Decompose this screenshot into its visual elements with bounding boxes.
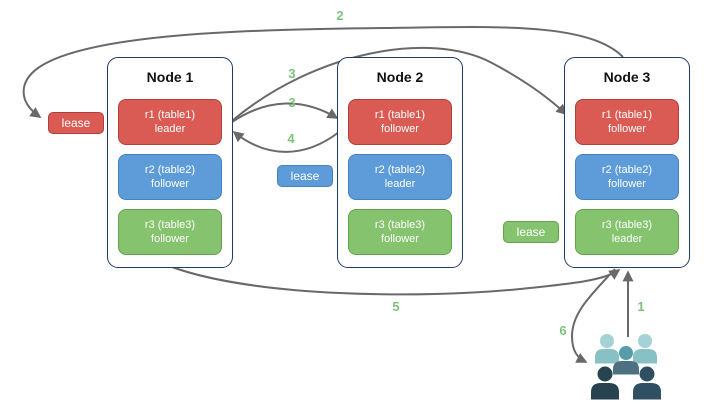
node-1-replica-r3: r3 (table3) follower bbox=[118, 209, 222, 255]
replica-label: r2 (table2) bbox=[374, 163, 426, 176]
node-2-replica-r3: r3 (table3) follower bbox=[348, 209, 452, 255]
node-1-title: Node 1 bbox=[146, 69, 194, 85]
lease-chip-green: lease bbox=[503, 221, 559, 243]
node-1: Node 1 r1 (table1) leader r2 (table2) fo… bbox=[107, 57, 233, 268]
replica-role: follower bbox=[151, 233, 189, 245]
arrow-step5-node1-to-node3 bbox=[171, 266, 621, 296]
user-front-right-head bbox=[639, 366, 655, 382]
arrow-step3-node1-to-node2 bbox=[231, 102, 339, 123]
replica-label: r3 (table3) bbox=[601, 218, 653, 231]
step-label-2: 2 bbox=[336, 8, 344, 23]
node-3-replica-r1: r1 (table1) follower bbox=[575, 99, 679, 145]
lease-label: lease bbox=[61, 116, 91, 130]
node-3-replica-r3: r3 (table3) leader bbox=[575, 209, 679, 255]
lease-label: lease bbox=[516, 225, 546, 239]
replica-label: r2 (table2) bbox=[144, 163, 196, 176]
arrow-step6-node3-to-users bbox=[570, 268, 616, 363]
lease-chip-blue: lease bbox=[277, 165, 333, 187]
step-label-5: 5 bbox=[392, 299, 400, 314]
user-back-right-body bbox=[633, 349, 657, 364]
user-front-right-body bbox=[633, 383, 661, 400]
replica-label: r2 (table2) bbox=[601, 163, 653, 176]
replica-label: r1 (table1) bbox=[601, 108, 653, 121]
user-front-left-head bbox=[597, 366, 613, 382]
replica-label: r3 (table3) bbox=[144, 218, 196, 231]
arrow-step2-node3-to-lease1 bbox=[22, 26, 624, 118]
user-back-right-head bbox=[638, 334, 652, 348]
step-label-3b: 3 bbox=[288, 95, 296, 110]
step-label-1: 1 bbox=[637, 299, 645, 314]
lease-chip-red: lease bbox=[48, 112, 104, 134]
node-2: Node 2 r1 (table1) follower r2 (table2) … bbox=[337, 57, 463, 268]
step-label-4: 4 bbox=[287, 131, 295, 146]
replica-role: follower bbox=[608, 123, 646, 135]
replica-role: follower bbox=[151, 178, 189, 190]
replica-label: r1 (table1) bbox=[144, 108, 196, 121]
replica-role: leader bbox=[611, 233, 643, 245]
replica-label: r3 (table3) bbox=[374, 218, 426, 231]
replica-role: follower bbox=[381, 233, 419, 245]
lease-label: lease bbox=[290, 169, 320, 183]
replica-role: follower bbox=[381, 123, 419, 135]
step-label-6: 6 bbox=[559, 323, 567, 338]
node-3: Node 3 r1 (table1) follower r2 (table2) … bbox=[564, 57, 690, 268]
node-3-replica-r2: r2 (table2) follower bbox=[575, 154, 679, 200]
arrow-step3-node1-to-node3 bbox=[232, 47, 568, 121]
replica-label: r1 (table1) bbox=[374, 108, 426, 121]
node-1-replica-r2: r2 (table2) follower bbox=[118, 154, 222, 200]
users-group-icon bbox=[591, 334, 661, 400]
node-2-title: Node 2 bbox=[376, 69, 424, 85]
user-back-left-body bbox=[595, 349, 619, 364]
node-3-title: Node 3 bbox=[603, 69, 651, 85]
node-2-replica-r1: r1 (table1) follower bbox=[348, 99, 452, 145]
user-front-left-body bbox=[591, 383, 619, 400]
user-middle-body bbox=[613, 361, 639, 375]
replica-role: follower bbox=[608, 178, 646, 190]
node-1-replica-r1: r1 (table1) leader bbox=[118, 99, 222, 145]
replica-role: leader bbox=[154, 123, 186, 135]
replica-role: leader bbox=[384, 178, 416, 190]
node-2-replica-r2: r2 (table2) leader bbox=[348, 154, 452, 200]
user-middle-head bbox=[619, 346, 633, 360]
step-label-3a: 3 bbox=[288, 66, 296, 81]
user-back-left-head bbox=[600, 334, 614, 348]
arrow-step4-node2-to-node1 bbox=[232, 130, 340, 153]
